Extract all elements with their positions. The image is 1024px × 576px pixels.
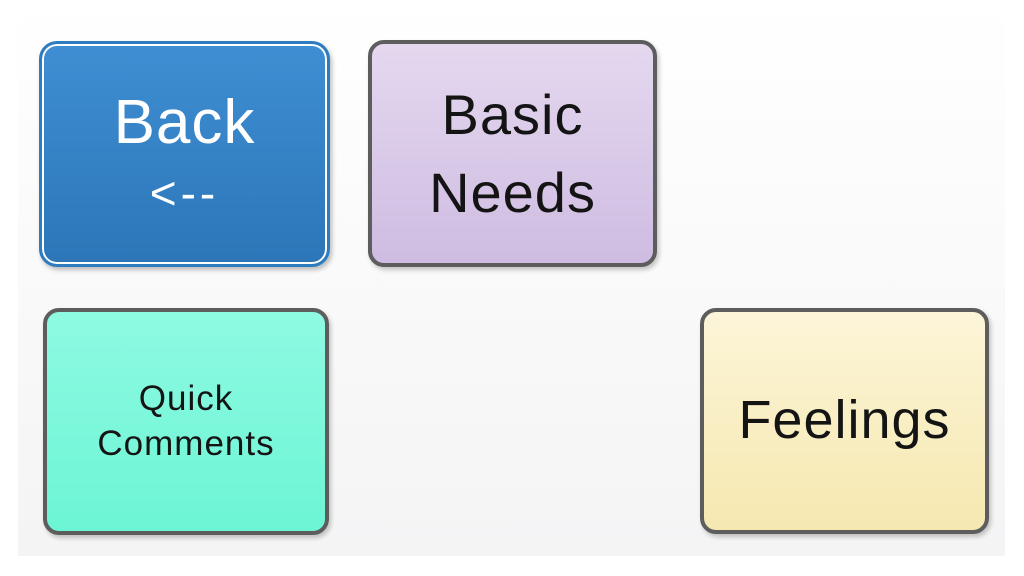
quick-comments-label-line1: Quick: [138, 378, 234, 418]
back-button[interactable]: Back <--: [39, 41, 330, 267]
quick-comments-label-line2: Comments: [97, 423, 275, 463]
app-canvas: Back <-- Basic Needs Quick Comments Feel…: [18, 0, 1005, 556]
back-button-label: Back: [113, 88, 256, 157]
basic-needs-label-line2: Needs: [429, 160, 596, 224]
back-arrow-label: <--: [149, 167, 220, 219]
basic-needs-label-line1: Basic: [441, 83, 584, 147]
feelings-button[interactable]: Feelings: [700, 308, 989, 534]
feelings-label: Feelings: [738, 390, 951, 451]
basic-needs-button[interactable]: Basic Needs: [368, 40, 657, 267]
quick-comments-button[interactable]: Quick Comments: [43, 308, 329, 535]
